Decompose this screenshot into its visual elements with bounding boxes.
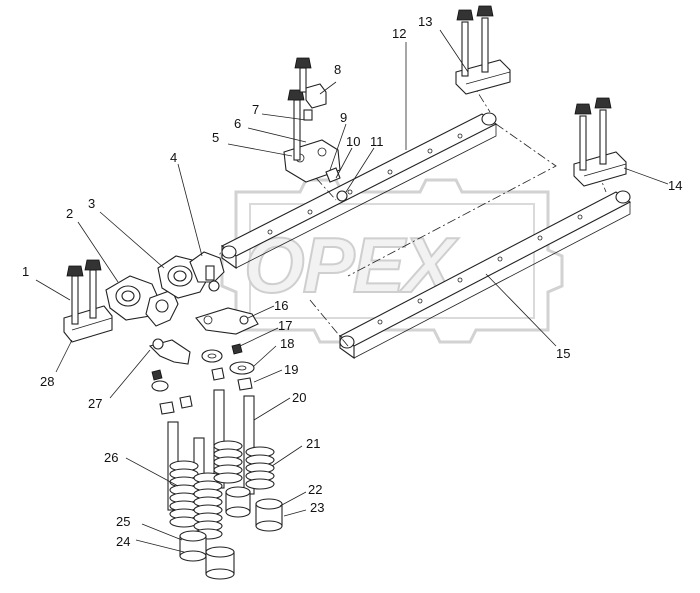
spring-right-a [213,440,243,484]
callout-6: 6 [234,116,241,131]
rocker-shaft-lower [338,190,632,360]
callout-15: 15 [556,346,570,361]
callout-16: 16 [274,298,288,313]
callout-8: 8 [334,62,341,77]
callout-20: 20 [292,390,306,405]
callout-7: 7 [252,102,259,117]
callout-27: 27 [88,396,102,411]
callout-2: 2 [66,206,73,221]
callout-numbers: 1 2 3 4 5 6 7 8 9 10 11 12 13 14 15 16 1… [22,14,682,549]
callout-17: 17 [278,318,292,333]
callout-11: 11 [370,134,384,149]
middle-support-5 [283,57,348,202]
rocker-arm-2 [105,275,179,327]
washers-and-nuts [151,343,255,415]
callout-4: 4 [170,150,177,165]
rocker-arm-27 [148,338,191,365]
rocker-arm-16 [195,307,259,335]
spring-right-b [245,446,275,490]
callout-23: 23 [310,500,324,515]
rocker-arm-4 [189,251,225,292]
callout-12: 12 [392,26,406,41]
front-support-28 [63,259,113,343]
callout-3: 3 [88,196,95,211]
callout-19: 19 [284,362,298,377]
spring-mid [193,472,223,540]
callout-5: 5 [212,130,219,145]
rocker-shaft-upper [220,112,498,270]
callout-26: 26 [104,450,118,465]
callout-14: 14 [668,178,682,193]
callout-13: 13 [418,14,432,29]
callout-25: 25 [116,514,130,529]
callout-24: 24 [116,534,130,549]
support-14 [573,97,627,187]
callout-1: 1 [22,264,29,279]
rear-support-13 [455,5,511,95]
leader-lines [35,29,669,553]
valve-springs [169,440,275,540]
callout-28: 28 [40,374,54,389]
callout-22: 22 [308,482,322,497]
callout-21: 21 [306,436,320,451]
callout-18: 18 [280,336,294,351]
callout-10: 10 [346,134,360,149]
callout-9: 9 [340,110,347,125]
spring-seats [179,486,283,580]
